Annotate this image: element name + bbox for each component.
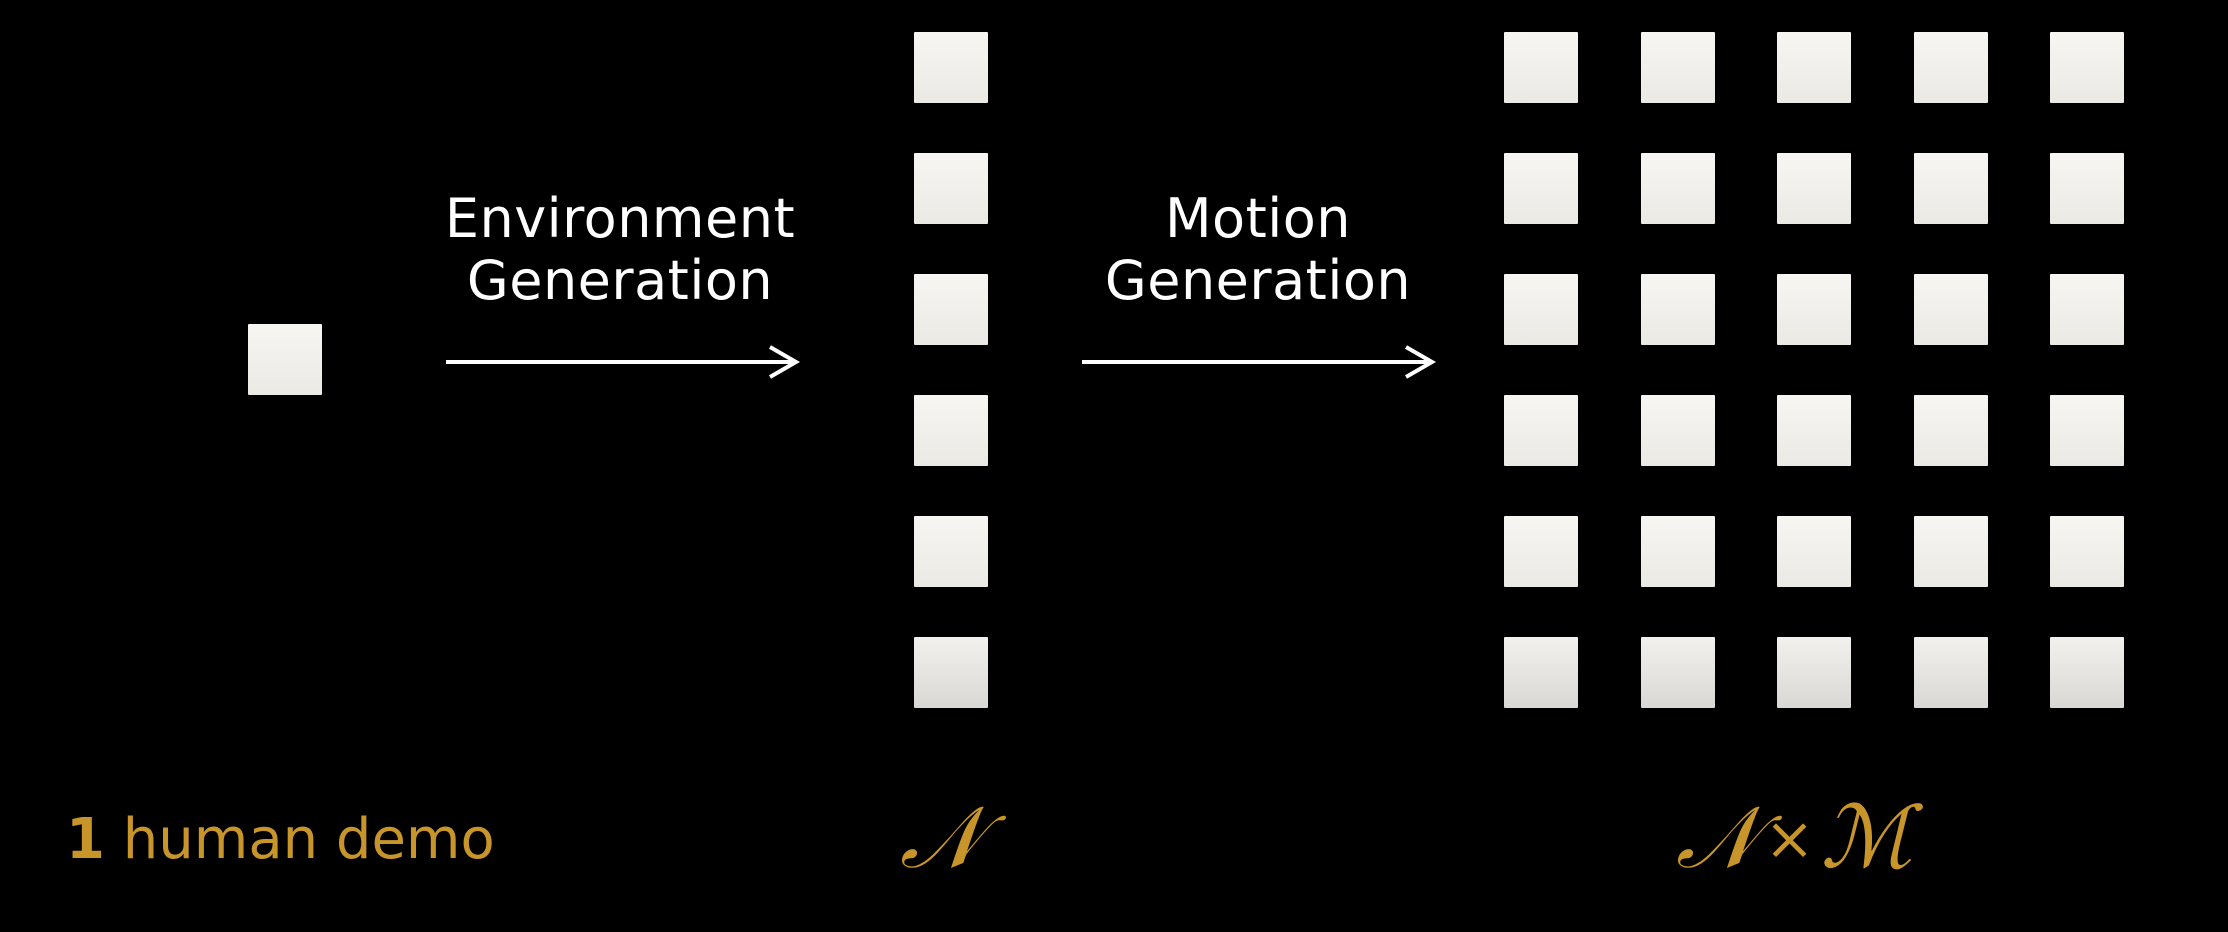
n-symbol: 𝒩: [1676, 788, 1759, 888]
motion-tile: [1504, 153, 1578, 224]
environment-tile: [914, 395, 988, 466]
environment-tile: [914, 32, 988, 103]
motion-tile: [1777, 516, 1851, 587]
motion-tile: [2050, 516, 2124, 587]
environment-tile: [914, 637, 988, 708]
motion-generation-arrow: [1082, 342, 1440, 382]
environment-generation-line2: Generation: [466, 249, 774, 312]
motion-tile: [1777, 637, 1851, 708]
motion-tile: [1504, 32, 1578, 103]
n-environments-caption: 𝒩: [900, 790, 982, 886]
environment-generation-arrow: [446, 342, 804, 382]
motion-tile: [1640, 32, 1715, 103]
motion-tile: [1504, 516, 1578, 587]
n-symbol: 𝒩: [900, 788, 983, 888]
motion-tile: [1640, 395, 1715, 466]
motion-tile: [1913, 32, 1988, 103]
motion-tile: [1913, 516, 1988, 587]
right-arrow-icon: [1082, 345, 1437, 379]
motion-tile: [1777, 395, 1851, 466]
motion-tile: [2050, 395, 2124, 466]
m-symbol: ℳ: [1820, 788, 1913, 888]
motion-tile: [1640, 153, 1715, 224]
motion-tile: [1640, 516, 1715, 587]
demo-text: human demo: [122, 807, 495, 872]
environment-tile: [914, 516, 988, 587]
environment-generation-label: Environment Generation: [440, 188, 800, 312]
demo-tile: [248, 324, 322, 395]
environment-tile: [914, 274, 988, 345]
motion-tile: [1504, 274, 1578, 345]
motion-tile: [2050, 637, 2124, 708]
motion-tile: [1777, 274, 1851, 345]
n-times-m-caption: 𝒩×ℳ: [1676, 790, 1913, 887]
motion-tile: [1640, 637, 1715, 708]
motion-tile: [2050, 153, 2124, 224]
motion-tile: [1913, 637, 1988, 708]
environment-generation-line1: Environment: [444, 187, 796, 250]
motion-tile: [1913, 153, 1988, 224]
environment-tile: [914, 153, 988, 224]
motion-tile: [2050, 32, 2124, 103]
motion-generation-line1: Motion: [1164, 187, 1352, 250]
motion-tile: [1913, 274, 1988, 345]
motion-generation-line2: Generation: [1104, 249, 1412, 312]
motion-generation-label: Motion Generation: [1078, 188, 1438, 312]
motion-tile: [1777, 32, 1851, 103]
motion-tile: [2050, 274, 2124, 345]
motion-tile: [1913, 395, 1988, 466]
motion-tile: [1504, 637, 1578, 708]
motion-tile: [1504, 395, 1578, 466]
right-arrow-icon: [446, 345, 801, 379]
motion-tile: [1777, 153, 1851, 224]
demo-count: 1: [66, 807, 105, 872]
human-demo-caption: 1 human demo: [66, 808, 495, 872]
motion-tile: [1640, 274, 1715, 345]
times-symbol: ×: [1764, 804, 1815, 874]
